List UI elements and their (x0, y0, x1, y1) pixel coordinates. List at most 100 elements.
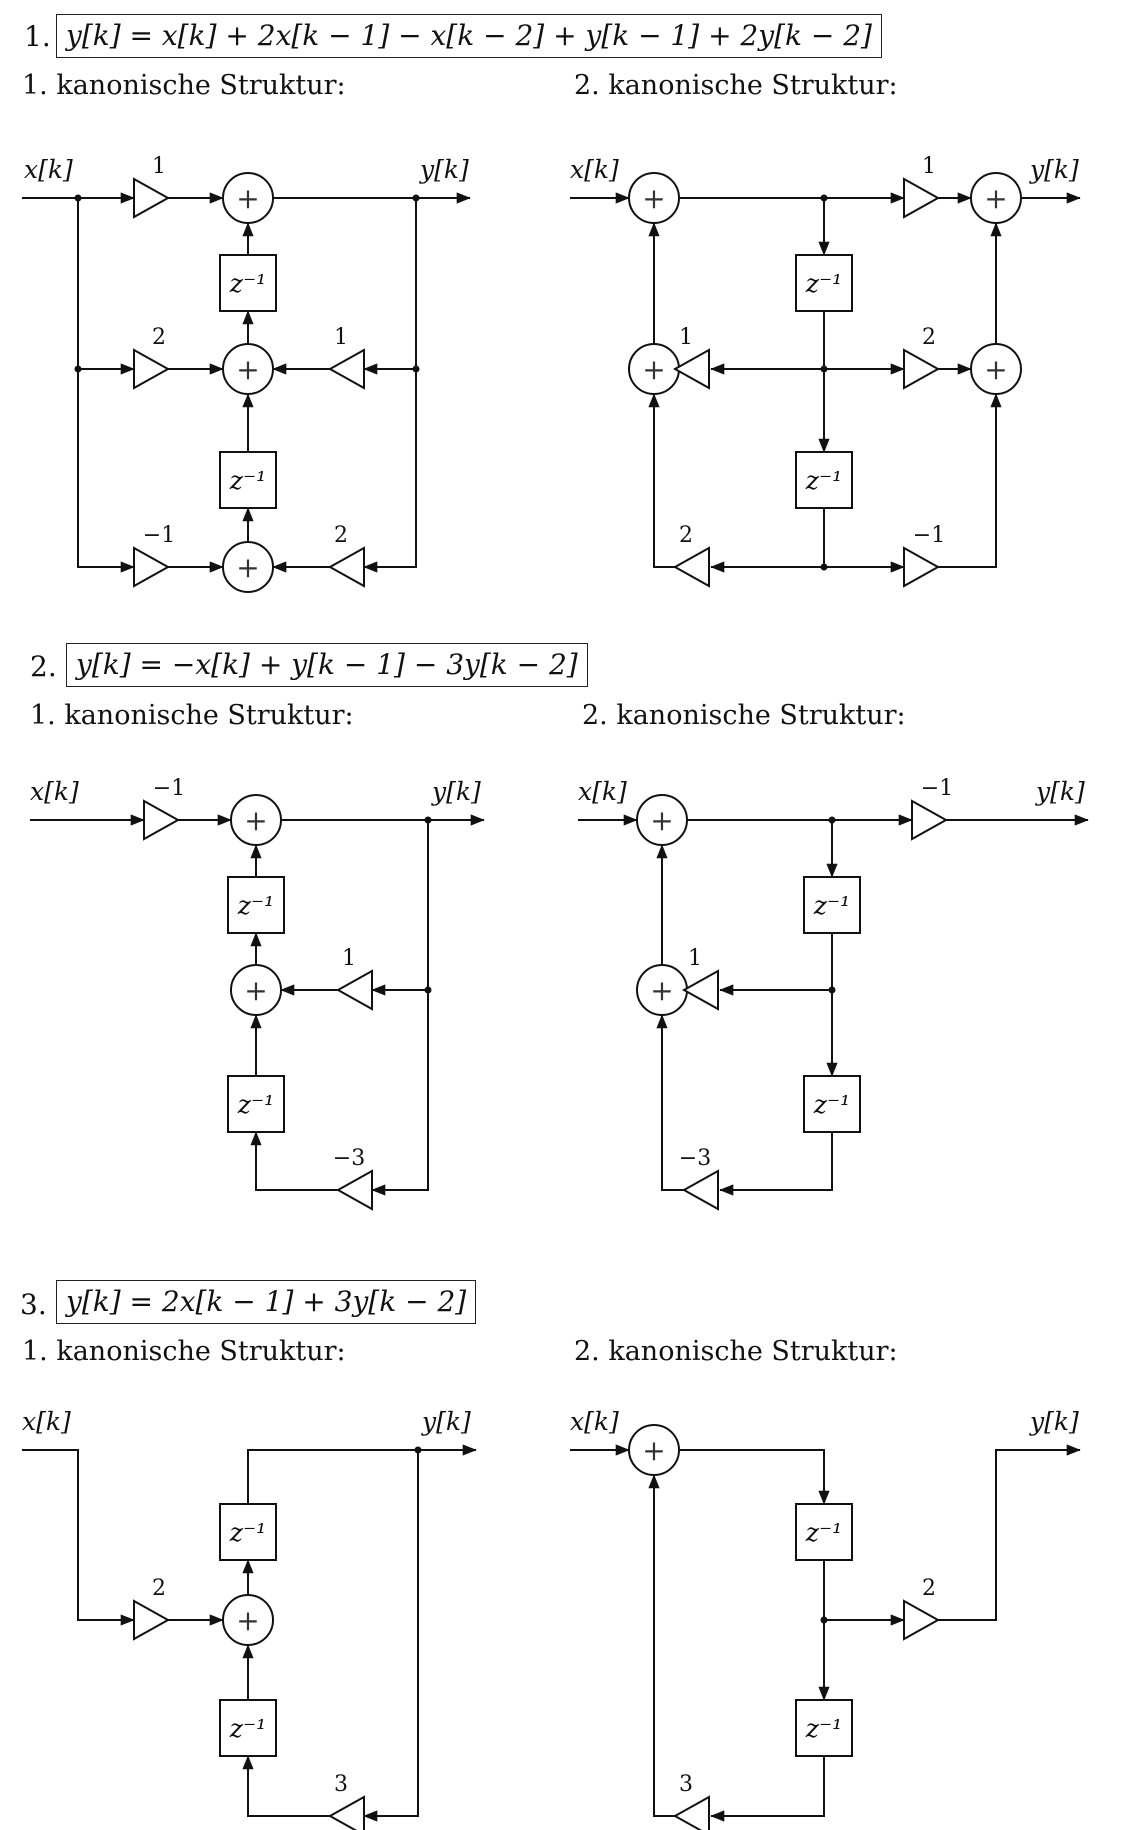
signal-wire (371, 820, 429, 1196)
adder-plus-sign: + (236, 551, 259, 584)
gain-multiplier (133, 348, 171, 390)
delay-label: z⁻¹ (229, 1518, 266, 1547)
delay-block (795, 254, 853, 312)
delay-block (219, 254, 277, 312)
gain-multiplier (143, 799, 181, 841)
input-label: x[k] (578, 777, 627, 806)
signal-wire (22, 1449, 135, 1626)
problem-3-number: 3. (20, 1288, 47, 1321)
delay-block (795, 1503, 853, 1561)
output-label: y[k] (421, 1407, 471, 1436)
adder-node (230, 794, 282, 846)
adder-node (636, 794, 688, 846)
gain-label: −1 (921, 776, 953, 801)
problem-3-structure-1-title: 1. kanonische Struktur: (22, 1336, 346, 1367)
signal-wire (648, 393, 675, 568)
signal-wire (77, 198, 135, 573)
gain-multiplier (133, 546, 171, 588)
delay-label: z⁻¹ (813, 1090, 850, 1119)
input-label: x[k] (24, 155, 73, 184)
gain-label: 1 (688, 946, 702, 971)
output-label: y[k] (431, 777, 481, 806)
delay-label: z⁻¹ (805, 1518, 842, 1547)
delay-label: z⁻¹ (813, 891, 850, 920)
signal-wire (648, 1474, 675, 1817)
gain-label: 2 (334, 523, 348, 548)
delay-label: z⁻¹ (237, 1090, 274, 1119)
problem-1-structure-1-title: 1. kanonische Struktur: (22, 70, 346, 101)
adder-node (628, 172, 680, 224)
adder-node (222, 343, 274, 395)
branch-point (828, 986, 836, 994)
gain-multiplier (335, 969, 373, 1011)
output-label: y[k] (419, 155, 469, 184)
gain-label: 2 (922, 1576, 936, 1601)
signal-wire (363, 198, 417, 573)
branch-point (424, 816, 432, 824)
problem-2-structure-1-title: 1. kanonische Struktur: (30, 700, 354, 731)
gain-label: 1 (342, 946, 356, 971)
gain-multiplier (681, 1169, 719, 1211)
branch-point (74, 194, 82, 202)
input-label: x[k] (22, 1407, 71, 1436)
output-label: y[k] (1029, 155, 1079, 184)
adder-node (222, 1594, 274, 1646)
branch-point (424, 986, 432, 994)
gain-label: 1 (679, 325, 693, 350)
gain-multiplier (672, 1795, 710, 1830)
problem-3-structure-2-title: 2. kanonische Struktur: (574, 1336, 898, 1367)
gain-multiplier (903, 546, 941, 588)
delay-block (803, 1075, 861, 1133)
adder-plus-sign: + (244, 804, 267, 837)
branch-point (820, 563, 828, 571)
problem-2-number: 2. (30, 650, 57, 683)
delay-label: z⁻¹ (237, 891, 274, 920)
gain-label: 1 (152, 154, 166, 179)
delay-block (219, 451, 277, 509)
adder-plus-sign: + (642, 182, 665, 215)
adder-plus-sign: + (244, 974, 267, 1007)
gain-label: 2 (152, 325, 166, 350)
gain-label: 3 (679, 1772, 693, 1797)
adder-plus-sign: + (642, 353, 665, 386)
signal-wire (938, 1444, 1081, 1621)
gain-label: 1 (922, 154, 936, 179)
adder-plus-sign: + (642, 1434, 665, 1467)
branch-point (820, 1616, 828, 1624)
gain-multiplier (672, 348, 710, 390)
delay-label: z⁻¹ (229, 466, 266, 495)
input-label: x[k] (570, 1407, 619, 1436)
adder-plus-sign: + (984, 353, 1007, 386)
branch-point (414, 1446, 422, 1454)
gain-multiplier (903, 1599, 941, 1641)
adder-node (222, 172, 274, 224)
gain-label: −3 (679, 1146, 711, 1171)
problem-1-number: 1. (24, 20, 51, 53)
signal-wire (719, 1132, 833, 1196)
signal-wire (250, 1131, 338, 1191)
gain-label: 2 (679, 523, 693, 548)
delay-block (803, 876, 861, 934)
signal-wire (242, 1755, 330, 1817)
output-label: y[k] (1035, 777, 1085, 806)
delay-block (219, 1699, 277, 1757)
gain-label: −1 (913, 523, 945, 548)
adder-plus-sign: + (650, 804, 673, 837)
adder-plus-sign: + (236, 1604, 259, 1637)
problem-2-structure-2-title: 2. kanonische Struktur: (582, 700, 906, 731)
adder-node (230, 964, 282, 1016)
adder-plus-sign: + (984, 182, 1007, 215)
problem-1-structure-2-title: 2. kanonische Struktur: (574, 70, 898, 101)
gain-multiplier (903, 348, 941, 390)
adder-node (222, 541, 274, 593)
delay-block (227, 876, 285, 934)
delay-label: z⁻¹ (229, 1714, 266, 1743)
delay-block (227, 1075, 285, 1133)
delay-block (795, 1699, 853, 1757)
signal-wire (710, 1756, 825, 1822)
input-label: x[k] (30, 777, 79, 806)
output-label: y[k] (1029, 1407, 1079, 1436)
delay-label: z⁻¹ (805, 269, 842, 298)
gain-multiplier (335, 1169, 373, 1211)
